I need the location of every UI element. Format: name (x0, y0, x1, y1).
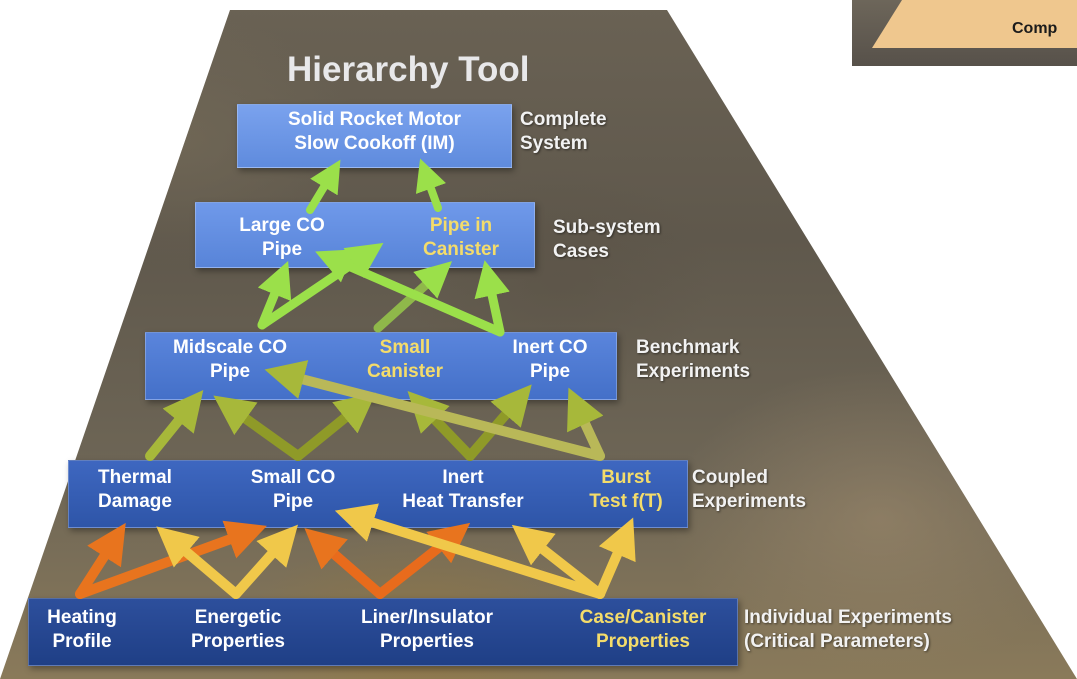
node-pipe-in-canister: Pipe in Canister (422, 215, 500, 260)
label-complete-system: Complete System (520, 109, 607, 154)
node-energetic-properties: Energetic Properties (191, 607, 285, 652)
node-heating-profile: Heating Profile (47, 607, 117, 652)
node-large-co-pipe: Large CO Pipe (239, 215, 325, 260)
diagram-title: Hierarchy Tool (287, 50, 530, 89)
label-coupled: Coupled Experiments (692, 467, 807, 512)
inset-label: Comp (1012, 20, 1058, 37)
label-individual: Individual Experiments (Critical Paramet… (744, 607, 952, 652)
node-burst-test: Burst Test f(T) (589, 467, 663, 512)
node-case-canister-properties: Case/Canister Properties (579, 607, 707, 652)
label-benchmark: Benchmark Experiments (636, 337, 751, 382)
node-inert-heat-transfer: Inert Heat Transfer (402, 467, 524, 512)
node-small-co-pipe: Small CO Pipe (250, 467, 336, 512)
node-midscale-co-pipe: Midscale CO Pipe (172, 337, 288, 382)
label-subsystem: Sub-system Cases (553, 217, 661, 262)
node-small-canister: Small Canister (366, 337, 444, 382)
node-thermal-damage: Thermal Damage (98, 467, 172, 512)
inset-fragment: Comp (852, 0, 1077, 66)
inset-triangle (872, 0, 1077, 48)
box-individual (28, 598, 738, 666)
box-complete-system (237, 104, 512, 168)
node-liner-insulator-properties: Liner/Insulator Properties (361, 607, 493, 652)
node-solid-rocket-motor: Solid Rocket Motor Slow Cookoff (IM) (287, 109, 462, 154)
node-inert-co-pipe: Inert CO Pipe (512, 337, 588, 382)
